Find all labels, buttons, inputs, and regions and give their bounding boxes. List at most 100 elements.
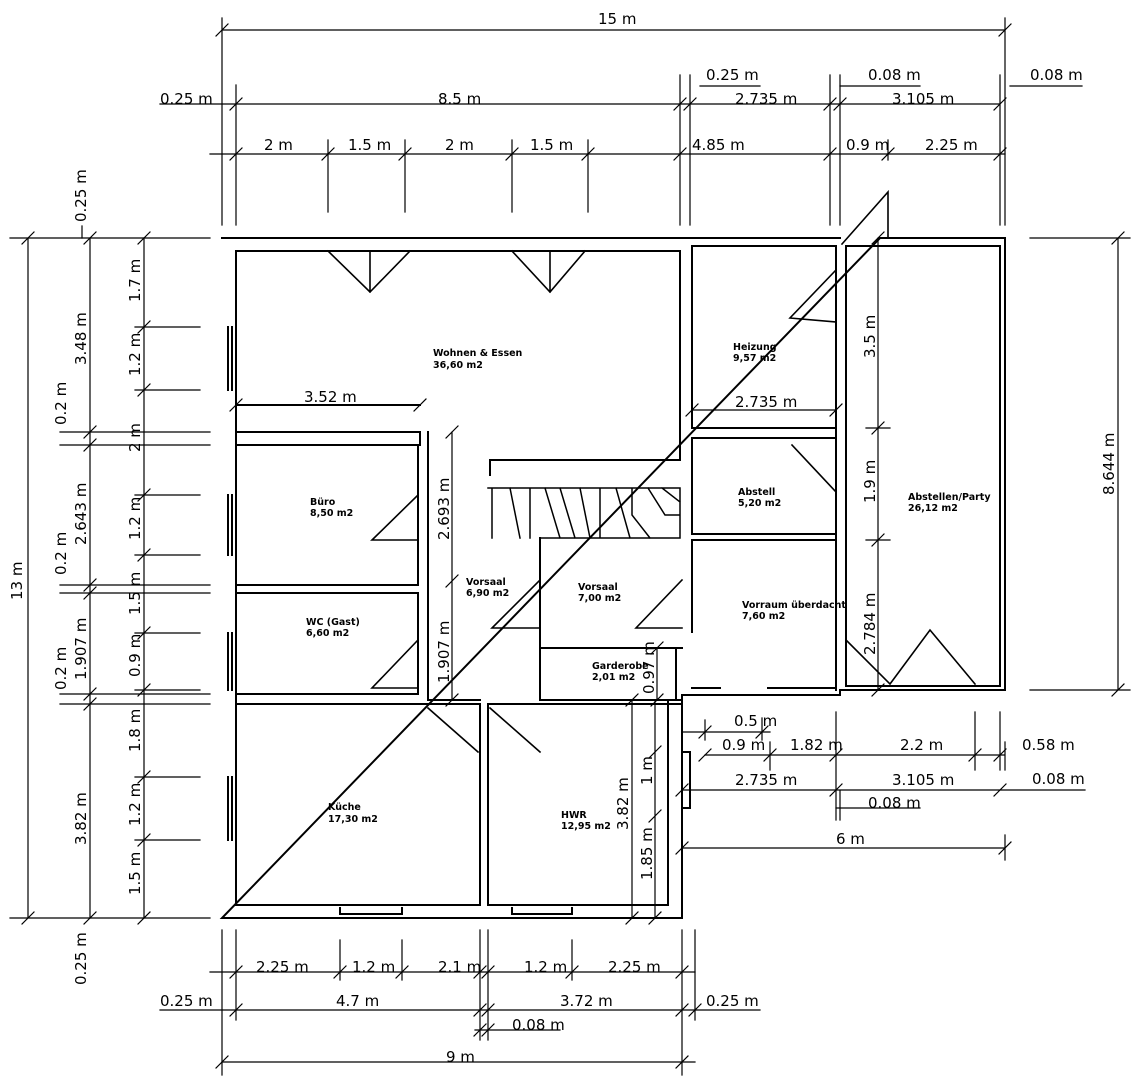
dim-bottom-r1-b: 1.2 m bbox=[352, 958, 395, 976]
dim-bottom-r1-c: 2.1 m bbox=[438, 958, 481, 976]
dim-left-mid-6: 0.2 m bbox=[52, 647, 70, 690]
dim-left-mid-5: 1.907 m bbox=[72, 618, 90, 680]
dim-int-g: 1 m bbox=[638, 756, 656, 785]
room-name-kueche: Küche bbox=[328, 802, 361, 813]
room-area-hwr: 12,95 m2 bbox=[561, 821, 611, 832]
dim-lr-b: 0.9 m bbox=[722, 736, 765, 754]
walls bbox=[219, 237, 1006, 919]
dim-bottom-r2-a: 0.25 m bbox=[160, 992, 213, 1010]
dim-left-mid-8: 0.25 m bbox=[72, 932, 90, 985]
dim-bottom-r2-b: 4.7 m bbox=[336, 992, 379, 1010]
room-area-garderobe: 2,01 m2 bbox=[592, 672, 635, 683]
dim-top-r4-c: 2 m bbox=[445, 136, 474, 154]
room-name-wc: WC (Gast) bbox=[306, 617, 360, 628]
windows bbox=[227, 326, 691, 915]
dim-left-inner-2: 2 m bbox=[126, 423, 144, 452]
dimension-texts: 15 m 0.25 m 0.08 m 0.08 m 0.25 m 8.5 m 2… bbox=[8, 10, 1118, 1066]
dim-bottom-r1-a: 2.25 m bbox=[256, 958, 309, 976]
room-area-heizung: 9,57 m2 bbox=[733, 353, 776, 364]
dim-top-r4-e: 4.85 m bbox=[692, 136, 745, 154]
dim-top-r2-b: 0.08 m bbox=[868, 66, 921, 84]
dim-lr-d: 2.2 m bbox=[900, 736, 943, 754]
dim-right-total: 8.644 m bbox=[1100, 433, 1118, 495]
dim-lr-g: 3.105 m bbox=[892, 771, 954, 789]
dim-top-r3-b: 8.5 m bbox=[438, 90, 481, 108]
doors bbox=[326, 189, 977, 754]
room-area-abstell: 5,20 m2 bbox=[738, 498, 781, 509]
dim-left-inner-4: 1.5 m bbox=[126, 572, 144, 615]
dimension-lines bbox=[9, 17, 1131, 1076]
dim-left-mid-0: 0.25 m bbox=[72, 169, 90, 222]
dim-left-inner-3: 1.2 m bbox=[126, 497, 144, 540]
dim-top-r2-a: 0.25 m bbox=[706, 66, 759, 84]
dim-annex-v-0: 3.5 m bbox=[861, 315, 879, 358]
room-area-wc: 6,60 m2 bbox=[306, 628, 349, 639]
dim-lr-e: 0.58 m bbox=[1022, 736, 1075, 754]
dim-lr-i: 0.08 m bbox=[1032, 770, 1085, 788]
room-area-abstellen-party: 26,12 m2 bbox=[908, 503, 958, 514]
dim-top-r3-a: 0.25 m bbox=[160, 90, 213, 108]
dim-int-b: 2.735 m bbox=[735, 393, 797, 411]
dim-left-inner-1: 1.2 m bbox=[126, 333, 144, 376]
room-name-abstellen-party: Abstellen/Party bbox=[908, 492, 991, 503]
dim-annex-v-2: 2.784 m bbox=[861, 593, 879, 655]
dim-lr-j: 6 m bbox=[836, 830, 865, 848]
dim-top-r3-d: 3.105 m bbox=[892, 90, 954, 108]
room-name-wohnen: Wohnen & Essen bbox=[433, 348, 523, 359]
dim-int-h: 1.85 m bbox=[638, 827, 656, 880]
dim-lr-c: 1.82 m bbox=[790, 736, 843, 754]
dim-bottom-r1-e: 2.25 m bbox=[608, 958, 661, 976]
room-area-kueche: 17,30 m2 bbox=[328, 814, 378, 825]
room-name-buero: Büro bbox=[310, 497, 336, 508]
dim-left-mid-3: 2.643 m bbox=[72, 483, 90, 545]
staircase bbox=[487, 486, 682, 540]
dim-left-mid-2: 0.2 m bbox=[52, 382, 70, 425]
dim-annex-v-1: 1.9 m bbox=[861, 460, 879, 503]
dim-lr-f: 2.735 m bbox=[735, 771, 797, 789]
dim-lr-a: 0.5 m bbox=[734, 712, 777, 730]
dim-top-r2-c: 0.08 m bbox=[1030, 66, 1083, 84]
dim-top-r4-g: 2.25 m bbox=[925, 136, 978, 154]
room-area-vorraum: 7,60 m2 bbox=[742, 611, 785, 622]
dim-top-r4-f: 0.9 m bbox=[846, 136, 889, 154]
room-name-vorraum: Vorraum überdacht bbox=[742, 600, 846, 611]
dim-left-mid-1: 3.48 m bbox=[72, 312, 90, 365]
room-name-abstell: Abstell bbox=[738, 487, 775, 498]
dim-left-inner-6: 1.8 m bbox=[126, 709, 144, 752]
dim-bottom-r2-d: 0.25 m bbox=[706, 992, 759, 1010]
dim-left-inner-8: 1.5 m bbox=[126, 852, 144, 895]
dim-int-f: 3.82 m bbox=[614, 777, 632, 830]
dim-top-r4-a: 2 m bbox=[264, 136, 293, 154]
dim-top-r4-b: 1.5 m bbox=[348, 136, 391, 154]
inner-wall-line bbox=[235, 250, 837, 906]
dim-top-r4-d: 1.5 m bbox=[530, 136, 573, 154]
room-name-hwr: HWR bbox=[561, 810, 587, 821]
dim-bottom-r3: 0.08 m bbox=[512, 1016, 565, 1034]
dim-top-r3-c: 2.735 m bbox=[735, 90, 797, 108]
dim-top-total: 15 m bbox=[598, 10, 636, 28]
dim-left-inner-7: 1.2 m bbox=[126, 783, 144, 826]
outer-wall bbox=[219, 237, 1006, 919]
dim-bottom-total: 9 m bbox=[446, 1048, 475, 1066]
dim-int-e: 0.97 m bbox=[640, 641, 658, 694]
room-name-heizung: Heizung bbox=[733, 342, 777, 353]
dim-lr-h: 0.08 m bbox=[868, 794, 921, 812]
dim-left-total: 13 m bbox=[8, 562, 26, 600]
dim-int-c: 2.693 m bbox=[435, 478, 453, 540]
dim-left-inner-5: 0.9 m bbox=[126, 634, 144, 677]
dim-int-a: 3.52 m bbox=[304, 388, 357, 406]
dim-left-mid-7: 3.82 m bbox=[72, 792, 90, 845]
dim-left-mid-4: 0.2 m bbox=[52, 532, 70, 575]
room-area-vorsaal1: 6,90 m2 bbox=[466, 588, 509, 599]
room-labels: Wohnen & Essen 36,60 m2 Heizung 9,57 m2 … bbox=[306, 342, 991, 832]
dim-bottom-r1-d: 1.2 m bbox=[524, 958, 567, 976]
room-area-wohnen: 36,60 m2 bbox=[433, 360, 483, 371]
room-name-vorsaal2: Vorsaal bbox=[578, 582, 618, 593]
dim-int-d: 1.907 m bbox=[435, 621, 453, 683]
dim-left-inner-0: 1.7 m bbox=[126, 259, 144, 302]
room-name-garderobe: Garderobe bbox=[592, 661, 649, 672]
room-area-vorsaal2: 7,00 m2 bbox=[578, 593, 621, 604]
room-name-vorsaal1: Vorsaal bbox=[466, 577, 506, 588]
dim-bottom-r2-c: 3.72 m bbox=[560, 992, 613, 1010]
